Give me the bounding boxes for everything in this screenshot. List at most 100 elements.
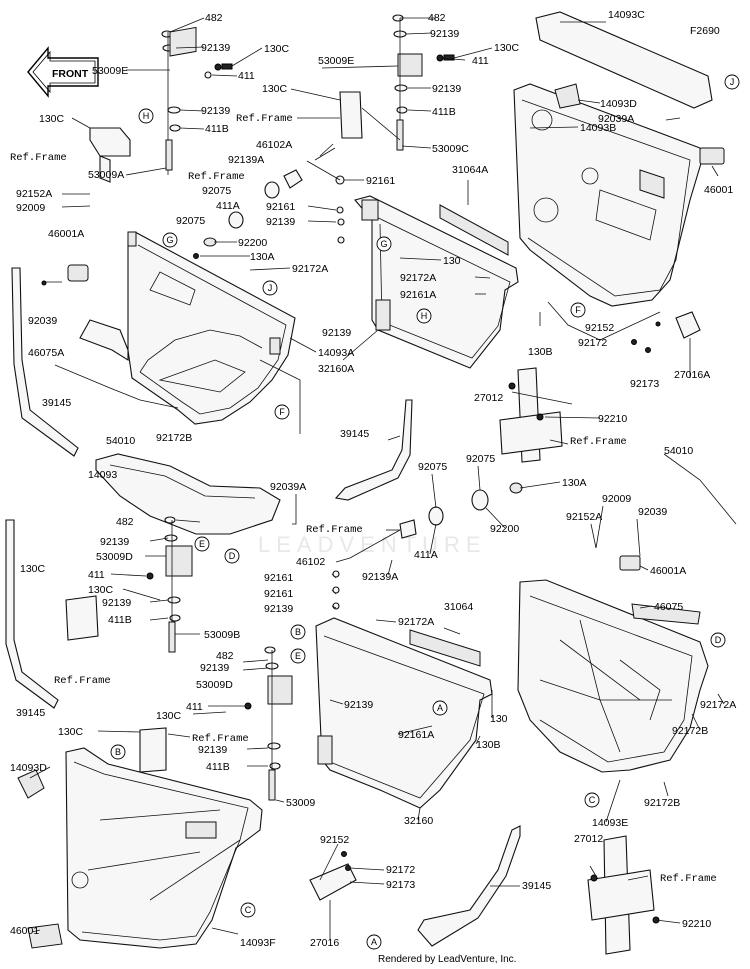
svg-text:C: C (245, 905, 252, 915)
callout-130: 130 (490, 713, 508, 725)
callout-92139: 92139 (102, 597, 131, 609)
callout-14093D: 14093D (10, 762, 47, 774)
callout-92039A: 92039A (598, 113, 634, 125)
callout-53009: 53009 (286, 797, 315, 809)
callout-32160A: 32160A (318, 363, 354, 375)
callout-32160: 32160 (404, 815, 433, 827)
leader-lines (29, 17, 737, 940)
svg-text:E: E (295, 651, 301, 661)
svg-text:D: D (715, 635, 722, 645)
callout-ref-frame: Ref.Frame (236, 113, 293, 125)
callout-92161: 92161 (366, 175, 395, 187)
callout-92139: 92139 (432, 83, 461, 95)
callout-92039: 92039 (638, 506, 667, 518)
ref-circle-C: C (584, 792, 600, 808)
door-seal-left-bottom (5, 519, 59, 709)
callout-482: 482 (205, 12, 223, 24)
ref-circle-D: D (224, 548, 240, 564)
callout-92139: 92139 (201, 42, 230, 54)
svg-text:G: G (380, 239, 387, 249)
callout-130: 130 (443, 255, 461, 267)
latch-46001A-top (41, 264, 89, 286)
door-front-left (65, 747, 263, 949)
ref-circle-F: F (274, 404, 290, 420)
callout-130C: 130C (262, 83, 288, 95)
callout-130C: 130C (88, 584, 114, 596)
callout-130C: 130C (264, 43, 290, 55)
door-frame-32160A (354, 195, 519, 369)
door-check-27016 (309, 851, 357, 901)
cable-54010-top (54, 364, 179, 409)
callout-411: 411 (88, 569, 105, 581)
svg-text:C: C (589, 795, 596, 805)
ref-circle-H: H (416, 308, 432, 324)
door-seal-bottom (417, 825, 521, 947)
callout-92139: 92139 (266, 216, 295, 228)
hinge-assembly-top-left (89, 26, 233, 183)
callout-411: 411 (472, 55, 489, 67)
door-check-27016A (631, 311, 701, 353)
callout-92009: 92009 (16, 202, 45, 214)
callout-130B: 130B (528, 346, 553, 358)
callout-92075: 92075 (176, 215, 205, 227)
callout-53009B: 53009B (204, 629, 240, 641)
callout-46075: 46075 (654, 601, 683, 613)
callout-130A: 130A (562, 477, 587, 489)
callout-92172A: 92172A (700, 699, 736, 711)
callout-130C: 130C (494, 42, 520, 54)
callout-411: 411 (238, 70, 255, 82)
callout-labels: 482 92139 130C 53009E 411 92139 411B 130… (10, 9, 736, 949)
callout-14093E: 14093E (592, 817, 628, 829)
reference-circles: H G J F G H J F E D B E A D B C C A (110, 74, 740, 950)
callout-92173: 92173 (386, 879, 415, 891)
svg-text:D: D (229, 551, 236, 561)
callout-46102A: 46102A (256, 139, 292, 151)
ref-circle-B: B (290, 624, 306, 640)
ref-circle-D: D (710, 632, 726, 648)
callout-92200: 92200 (490, 523, 519, 535)
callout-482: 482 (216, 650, 234, 662)
callout-92200: 92200 (238, 237, 267, 249)
callout-92139: 92139 (198, 744, 227, 756)
watermark: LEADVENTURE (258, 532, 487, 557)
callout-92139: 92139 (430, 28, 459, 40)
callout-53009D: 53009D (96, 551, 133, 563)
door-seal-left-top (11, 267, 79, 457)
ref-circle-A: A (366, 934, 382, 950)
callout-92172B: 92172B (156, 432, 192, 444)
credit-text: Rendered by LeadVenture, Inc. (378, 954, 516, 965)
callout-27016A: 27016A (674, 369, 710, 381)
callout-92173: 92173 (630, 378, 659, 390)
callout-54010: 54010 (106, 435, 135, 447)
callout-ref-frame: Ref.Frame (10, 152, 67, 164)
callout-92152: 92152 (320, 834, 349, 846)
callout-482: 482 (116, 516, 134, 528)
ref-circle-G: G (376, 236, 392, 252)
callout-92210: 92210 (682, 918, 711, 930)
cable-54010-right (547, 301, 661, 341)
callout-14093C: 14093C (608, 9, 645, 21)
callout-92152: 92152 (585, 322, 614, 334)
callout-92139A: 92139A (228, 154, 264, 166)
callout-53009D: 53009D (196, 679, 233, 691)
callout-130C: 130C (39, 113, 65, 125)
callout-92161: 92161 (266, 201, 295, 213)
svg-text:J: J (730, 77, 735, 87)
ref-circle-E: E (194, 536, 210, 552)
door-seal-mid (334, 399, 413, 501)
door-frame-32160 (315, 617, 493, 809)
callout-92139: 92139 (201, 105, 230, 117)
svg-text:G: G (166, 235, 173, 245)
callout-92152A: 92152A (16, 188, 52, 200)
callout-31064: 31064 (444, 601, 473, 613)
callout-14093: 14093 (88, 469, 117, 481)
callout-54010: 54010 (664, 445, 693, 457)
callout-92161A: 92161A (400, 289, 436, 301)
ref-circle-E: E (290, 648, 306, 664)
handle-14093D-bottom (17, 769, 45, 799)
callout-ref-frame: Ref.Frame (660, 873, 717, 885)
callout-39145: 39145 (340, 428, 369, 440)
striker-27012-bottom (587, 835, 660, 955)
callout-92172A: 92172A (292, 263, 328, 275)
